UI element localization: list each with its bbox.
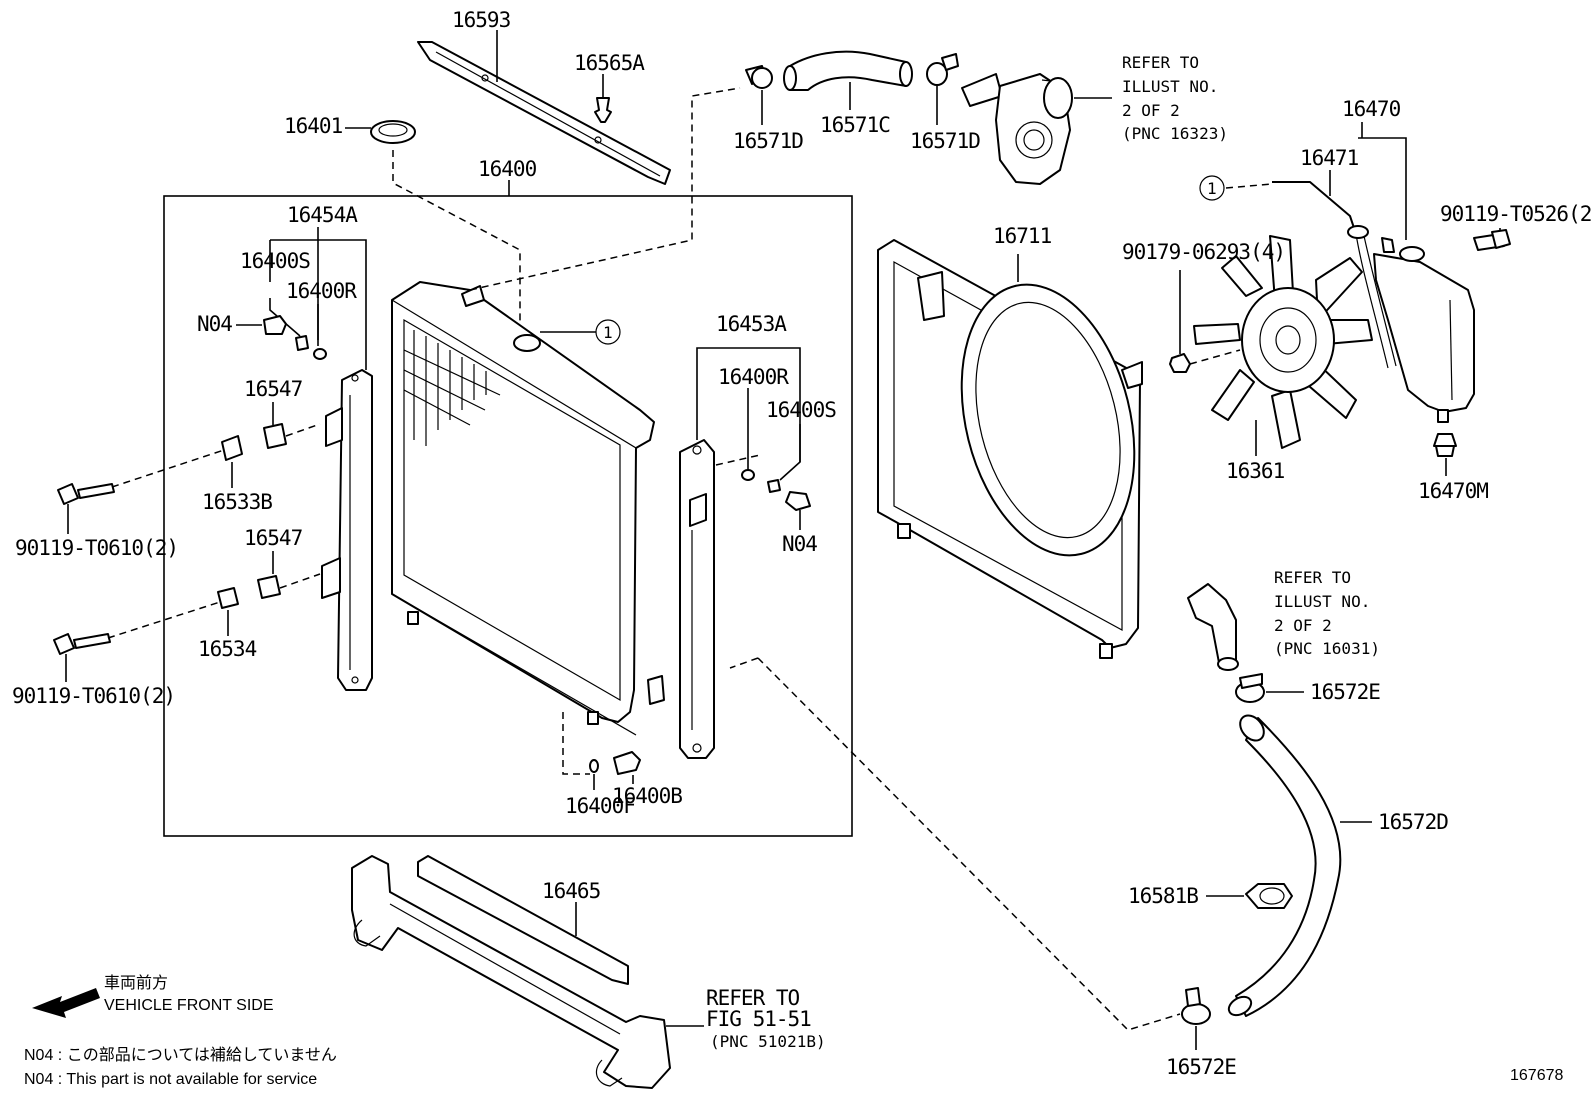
label-16454a: 16454A	[287, 203, 358, 227]
cushion-16534	[217, 587, 239, 609]
callout-1-radiator: 1	[603, 323, 613, 342]
label-n04-right: N04	[782, 532, 817, 556]
illustration-number: 167678	[1510, 1067, 1563, 1084]
radiator-core	[391, 281, 665, 736]
hose-clamp-16572e-top	[1235, 673, 1265, 703]
drain-cock-n04-right	[785, 491, 811, 511]
refer-16031-line2: ILLUST NO.	[1274, 592, 1370, 611]
hose-clamp-16571d-left	[745, 65, 773, 89]
refer-note-16031: REFER TO ILLUST NO. 2 OF 2 (PNC 16031)	[1274, 568, 1380, 658]
label-16400s-left: 16400S	[240, 249, 310, 273]
label-n04-left: N04	[197, 312, 232, 336]
clip-16565a	[594, 97, 612, 123]
refer-51021b-line3: (PNC 51021B)	[710, 1032, 826, 1051]
radiator-side-panel-left	[321, 369, 373, 691]
refer-16323-line3: 2 OF 2	[1122, 101, 1180, 120]
vehicle-front-arrow-icon	[32, 988, 100, 1018]
label-16711: 16711	[993, 224, 1052, 248]
grommet-16470m	[1433, 433, 1457, 457]
label-16470: 16470	[1342, 97, 1401, 121]
label-16465: 16465	[542, 879, 600, 903]
label-16571d-left: 16571D	[733, 129, 803, 153]
reservoir-tank	[1373, 237, 1475, 423]
refer-16031-line3: 2 OF 2	[1274, 616, 1332, 635]
refer-16323-line4: (PNC 16323)	[1122, 124, 1228, 143]
radiator-group-box	[163, 195, 853, 837]
drain-plug-16400b	[613, 751, 641, 775]
hose-clamp-16581b	[1245, 883, 1293, 909]
label-90119-t0526: 90119-T0526(2)	[1440, 202, 1592, 226]
bolt-90119-t0526	[1473, 229, 1511, 251]
refer-16031-line1: REFER TO	[1274, 568, 1351, 587]
note-n04-en: N04 : This part is not available for ser…	[24, 1071, 317, 1088]
hose-clamp-16572e-bottom	[1181, 987, 1211, 1025]
label-16534: 16534	[198, 637, 257, 661]
refer-16031-line4: (PNC 16031)	[1274, 639, 1380, 658]
note-n04-jp: N04 : この部品については補給していません	[24, 1046, 337, 1064]
callout-1-reservoir: 1	[1207, 179, 1217, 198]
seal-strip-16465	[417, 855, 629, 985]
label-16572e-bottom: 16572E	[1166, 1055, 1236, 1079]
cushion-16547-upper	[263, 423, 287, 449]
cooling-fan	[1193, 235, 1373, 449]
water-inlet-housing	[1187, 583, 1239, 671]
upper-radiator-hose	[783, 50, 913, 91]
water-outlet-housing	[961, 73, 1073, 185]
label-16401: 16401	[284, 114, 343, 138]
nut-90179-06293	[1169, 353, 1191, 373]
radiator-support-bracket	[417, 41, 671, 185]
oring-16400r-left	[313, 348, 327, 360]
label-16547-upper: 16547	[244, 377, 303, 401]
label-16453a: 16453A	[716, 312, 787, 336]
label-16470m: 16470M	[1418, 479, 1488, 503]
hose-clamp-16571d-right	[926, 53, 959, 86]
label-16400s-right: 16400S	[766, 398, 836, 422]
drain-gasket-16400f	[589, 759, 599, 773]
bolt-90119-t0610-lower	[53, 633, 111, 655]
label-16571d-right: 16571D	[910, 129, 980, 153]
refer-note-16323: REFER TO ILLUST NO. 2 OF 2 (PNC 16323)	[1122, 53, 1228, 143]
bolt-90119-t0610-upper	[57, 483, 115, 505]
label-16581b: 16581B	[1128, 884, 1198, 908]
cushion-16547-lower	[257, 575, 281, 599]
label-16400r-right: 16400R	[718, 365, 789, 389]
label-bolt-upper: 90119-T0610(2)	[15, 536, 178, 560]
label-16533b: 16533B	[202, 490, 272, 514]
label-bolt-lower: 90119-T0610(2)	[12, 684, 175, 708]
refer-16323-line2: ILLUST NO.	[1122, 77, 1218, 96]
label-16400: 16400	[478, 157, 537, 181]
front-label-jp: 車両前方	[104, 974, 168, 992]
refer-16323-line1: REFER TO	[1122, 53, 1199, 72]
oring-16400r-right	[741, 469, 755, 481]
fan-shroud	[877, 239, 1143, 659]
drain-cock-n04-left	[263, 315, 287, 335]
seal-16400s-right	[767, 479, 781, 493]
label-16571c: 16571C	[820, 113, 890, 137]
label-16547-lower: 16547	[244, 526, 303, 550]
lower-support-member	[351, 855, 671, 1089]
label-16471: 16471	[1300, 146, 1359, 170]
refer-51021b-line1: REFER TO	[706, 986, 800, 1010]
label-16400f: 16400F	[565, 794, 635, 818]
seal-16400s-left	[295, 335, 309, 351]
label-16565a: 16565A	[574, 51, 645, 75]
lower-radiator-hose	[1227, 714, 1342, 1017]
label-16400r-left: 16400R	[286, 279, 357, 303]
cushion-16533b	[221, 435, 243, 461]
refer-51021b-line2: FIG 51-51	[706, 1007, 811, 1031]
label-16400b: 16400B	[612, 784, 682, 808]
label-16361: 16361	[1226, 459, 1285, 483]
label-16572e-top: 16572E	[1310, 680, 1380, 704]
refer-note-51021b: REFER TO FIG 51-51 (PNC 51021B)	[706, 986, 826, 1051]
radiator-side-panel-right	[679, 439, 715, 759]
radiator-cap	[370, 120, 416, 144]
label-90179-06293: 90179-06293(4)	[1122, 240, 1285, 264]
overflow-hose-16471	[1272, 181, 1397, 369]
front-label-en: VEHICLE FRONT SIDE	[104, 997, 274, 1014]
label-16593: 16593	[452, 8, 511, 32]
label-16572d: 16572D	[1378, 810, 1448, 834]
